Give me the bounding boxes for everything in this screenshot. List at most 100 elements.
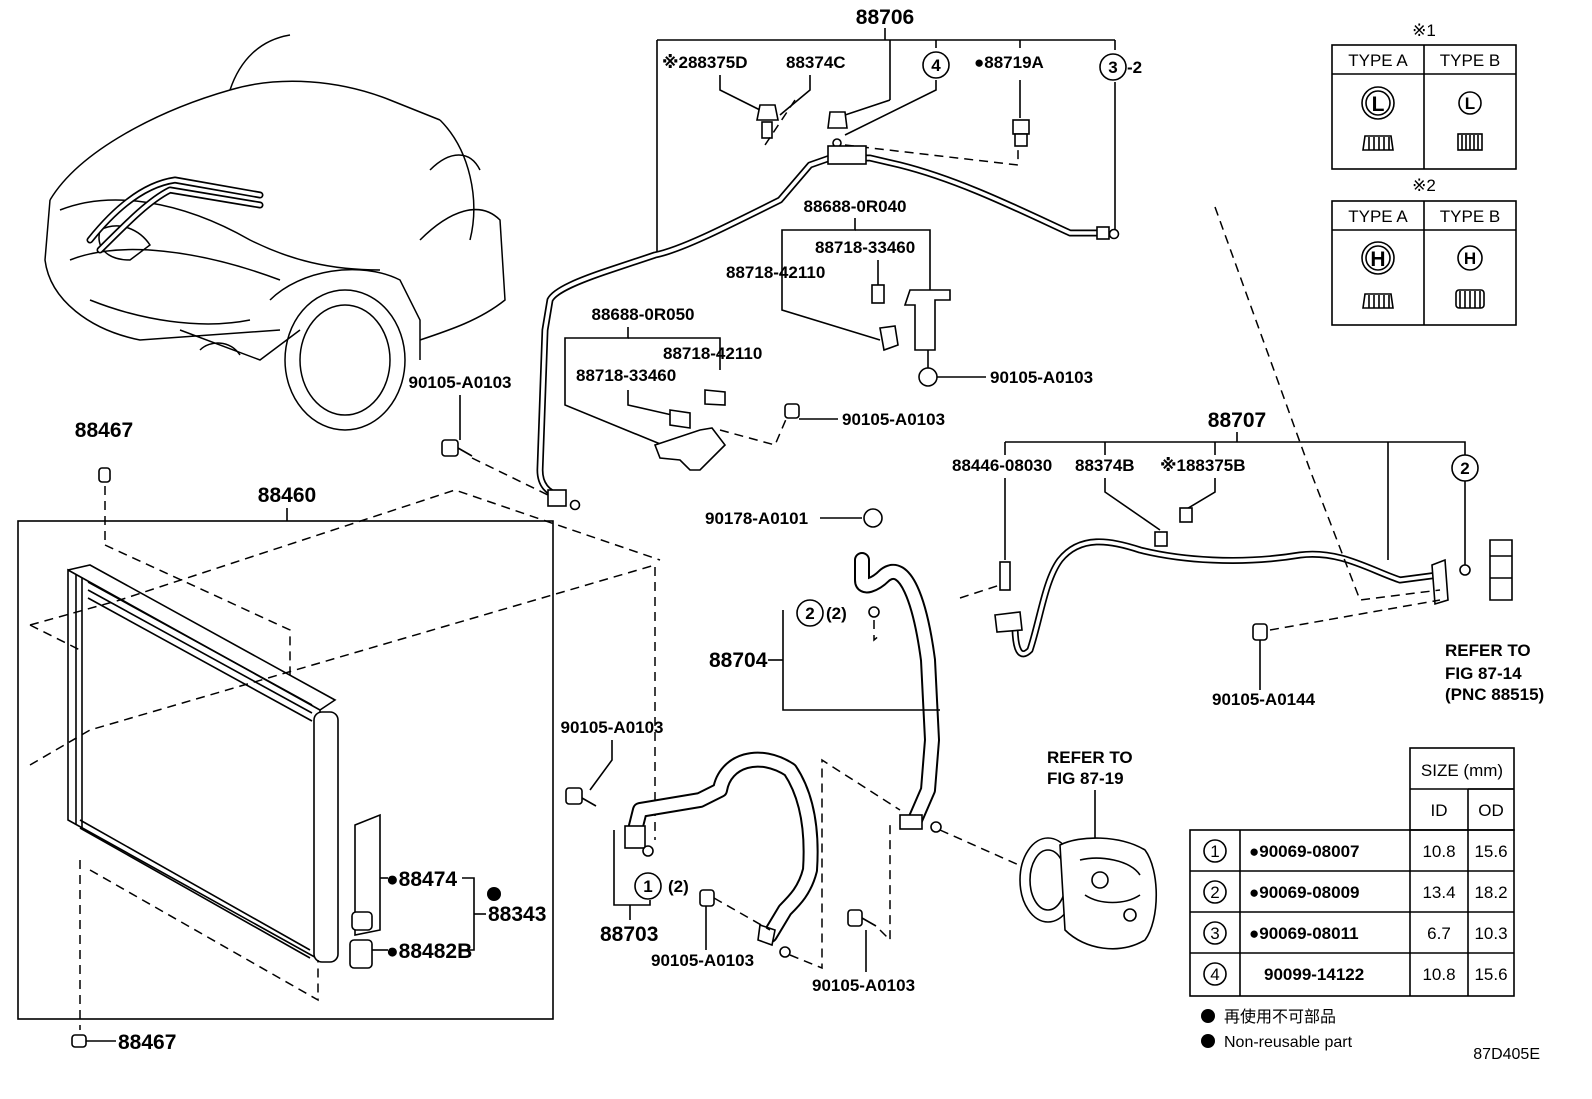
label-88375B: ※188375B bbox=[1160, 456, 1246, 475]
group-88688-0R050: 88688-0R050 88718-42110 88718-33460 9010… bbox=[564, 305, 945, 471]
condenser-box: 88460 bbox=[17, 484, 554, 1020]
type-table-1-mark: ※1 bbox=[1412, 21, 1436, 40]
label-88467-bottom: 88467 bbox=[118, 1031, 176, 1054]
type-table-1-glyph-a: L bbox=[1372, 93, 1385, 116]
suffix-1: (2) bbox=[668, 877, 689, 896]
label-88375D: ※288375D bbox=[662, 53, 748, 72]
suffix-2-hose: (2) bbox=[826, 604, 847, 623]
label-88460: 88460 bbox=[258, 484, 316, 507]
type-table-1-glyph-b: L bbox=[1465, 94, 1475, 113]
bolt-90105-A0103-a: 90105-A0103 bbox=[408, 373, 551, 497]
compressor: REFER TO FIG 87-19 bbox=[1019, 748, 1158, 950]
size-row-2-id: 13.4 bbox=[1422, 883, 1455, 902]
vehicle-illustration bbox=[44, 34, 506, 431]
group-88704: 90178-A0101 2 (2) 88704 bbox=[705, 508, 942, 833]
label-90105-A0144: 90105-A0144 bbox=[1212, 690, 1316, 709]
type-table-1: ※1 TYPE A TYPE B L L bbox=[1331, 21, 1517, 170]
size-row-2: 2 ●90069-08009 13.4 18.2 bbox=[1203, 880, 1508, 904]
group-88706: 88706 ※288375D 88374C 4 ●88719A 3 -2 bbox=[536, 6, 1142, 511]
part-88467-top: 88467 bbox=[75, 419, 133, 483]
size-row-3-id: 6.7 bbox=[1427, 924, 1451, 943]
size-row-3: 3 ●90069-08011 6.7 10.3 bbox=[1203, 921, 1508, 945]
label-88719A: ●88719A bbox=[974, 53, 1044, 72]
type-table-1-col-b: TYPE B bbox=[1440, 51, 1500, 70]
label-90105-A0103-b: 90105-A0103 bbox=[990, 368, 1093, 387]
legend-dot-en bbox=[1201, 1034, 1215, 1048]
legend-en: Non-reusable part bbox=[1224, 1034, 1353, 1051]
group-88688-0R040: 88688-0R040 88718-33460 88718-42110 9010… bbox=[726, 197, 1093, 387]
circle-3-top: 3 bbox=[1108, 58, 1117, 77]
size-row-3-part: ●90069-08011 bbox=[1249, 924, 1359, 943]
size-table-col-od: OD bbox=[1478, 801, 1504, 820]
label-88343: 88343 bbox=[488, 903, 546, 926]
size-row-4: 4 90099-14122 10.8 15.6 bbox=[1203, 962, 1508, 986]
group-88703: 90105-A0103 1 (2) 88703 90105-A0103 9010… bbox=[560, 718, 1031, 995]
circle-2-right: 2 bbox=[1460, 459, 1469, 478]
size-row-2-part: ●90069-08009 bbox=[1249, 883, 1359, 902]
condenser-core bbox=[67, 564, 339, 963]
size-row-3-od: 10.3 bbox=[1474, 924, 1507, 943]
label-88467-top: 88467 bbox=[75, 419, 133, 442]
type-table-2-col-a: TYPE A bbox=[1348, 207, 1408, 226]
type-table-2-mark: ※2 bbox=[1412, 176, 1436, 195]
legend-jp: 再使用不可部品 bbox=[1224, 1008, 1336, 1026]
label-90105-A0103-c: 90105-A0103 bbox=[842, 410, 945, 429]
size-row-1-num: 1 bbox=[1210, 842, 1219, 861]
size-row-2-od: 18.2 bbox=[1474, 883, 1507, 902]
legend-dot-jp bbox=[1201, 1009, 1215, 1023]
suffix-3-top: -2 bbox=[1127, 58, 1142, 77]
type-table-2-glyph-a: H bbox=[1370, 248, 1385, 271]
size-row-1-od: 15.6 bbox=[1474, 842, 1507, 861]
size-row-1-part: ●90069-08007 bbox=[1249, 842, 1359, 861]
label-88718-42110-a: 88718-42110 bbox=[726, 263, 825, 282]
label-88482B: ●88482B bbox=[386, 940, 472, 963]
non-reusable-dot-88343 bbox=[487, 887, 501, 901]
label-88718-42110-b: 88718-42110 bbox=[663, 344, 762, 363]
size-row-1-id: 10.8 bbox=[1422, 842, 1455, 861]
circle-4-top: 4 bbox=[931, 56, 941, 75]
refer2-line1: REFER TO bbox=[1047, 748, 1133, 767]
circle-2-hose: 2 bbox=[805, 604, 814, 623]
refer1-line2: FIG 87-14 bbox=[1445, 664, 1522, 683]
label-88474: ●88474 bbox=[386, 868, 457, 891]
label-88704: 88704 bbox=[709, 649, 768, 672]
label-90105-A0103-f: 90105-A0103 bbox=[812, 976, 915, 995]
legend: 再使用不可部品 Non-reusable part 87D405E bbox=[1201, 1008, 1540, 1063]
refer1-line1: REFER TO bbox=[1445, 641, 1531, 660]
type-table-2-col-b: TYPE B bbox=[1440, 207, 1500, 226]
size-row-4-num: 4 bbox=[1210, 965, 1219, 984]
size-row-4-part: 90099-14122 bbox=[1264, 965, 1364, 984]
size-row-3-num: 3 bbox=[1210, 924, 1219, 943]
refer2-line2: FIG 87-19 bbox=[1047, 769, 1124, 788]
label-88706: 88706 bbox=[856, 6, 914, 29]
part-88467-bottom: 88467 bbox=[71, 1031, 176, 1054]
size-table: SIZE (mm) ID OD 1 ●90069-08007 10.8 15.6… bbox=[1189, 747, 1515, 997]
size-row-1: 1 ●90069-08007 10.8 15.6 bbox=[1203, 839, 1508, 863]
label-88718-33460-a: 88718-33460 bbox=[815, 238, 915, 257]
type-table-2-glyph-b: H bbox=[1464, 249, 1476, 268]
label-88703: 88703 bbox=[600, 923, 658, 946]
label-90105-A0103-d: 90105-A0103 bbox=[560, 718, 663, 737]
size-row-4-od: 15.6 bbox=[1474, 965, 1507, 984]
condenser-leader-lines bbox=[29, 480, 661, 1030]
size-row-4-id: 10.8 bbox=[1422, 965, 1455, 984]
circle-1: 1 bbox=[643, 877, 652, 896]
size-row-2-num: 2 bbox=[1210, 883, 1219, 902]
label-88374B: 88374B bbox=[1075, 456, 1135, 475]
label-90105-A0103-a: 90105-A0103 bbox=[408, 373, 511, 392]
label-88688-0R040: 88688-0R040 bbox=[803, 197, 906, 216]
label-88707: 88707 bbox=[1208, 409, 1266, 432]
label-88718-33460-b: 88718-33460 bbox=[576, 366, 676, 385]
size-table-header: SIZE (mm) bbox=[1421, 761, 1503, 780]
refer1-line3: (PNC 88515) bbox=[1445, 685, 1544, 704]
label-88374C: 88374C bbox=[786, 53, 846, 72]
label-88688-0R050: 88688-0R050 bbox=[591, 305, 694, 324]
size-table-col-id: ID bbox=[1431, 801, 1448, 820]
receiver-parts: ●88474 ●88482B 88343 bbox=[349, 813, 546, 969]
label-90105-A0103-e: 90105-A0103 bbox=[651, 951, 754, 970]
type-table-2: ※2 TYPE A TYPE B H H bbox=[1331, 176, 1517, 326]
group-88707: 88707 88446-08030 88374B ※188375B 2 9010… bbox=[952, 206, 1544, 709]
diagram-id: 87D405E bbox=[1473, 1046, 1540, 1063]
type-table-1-col-a: TYPE A bbox=[1348, 51, 1408, 70]
